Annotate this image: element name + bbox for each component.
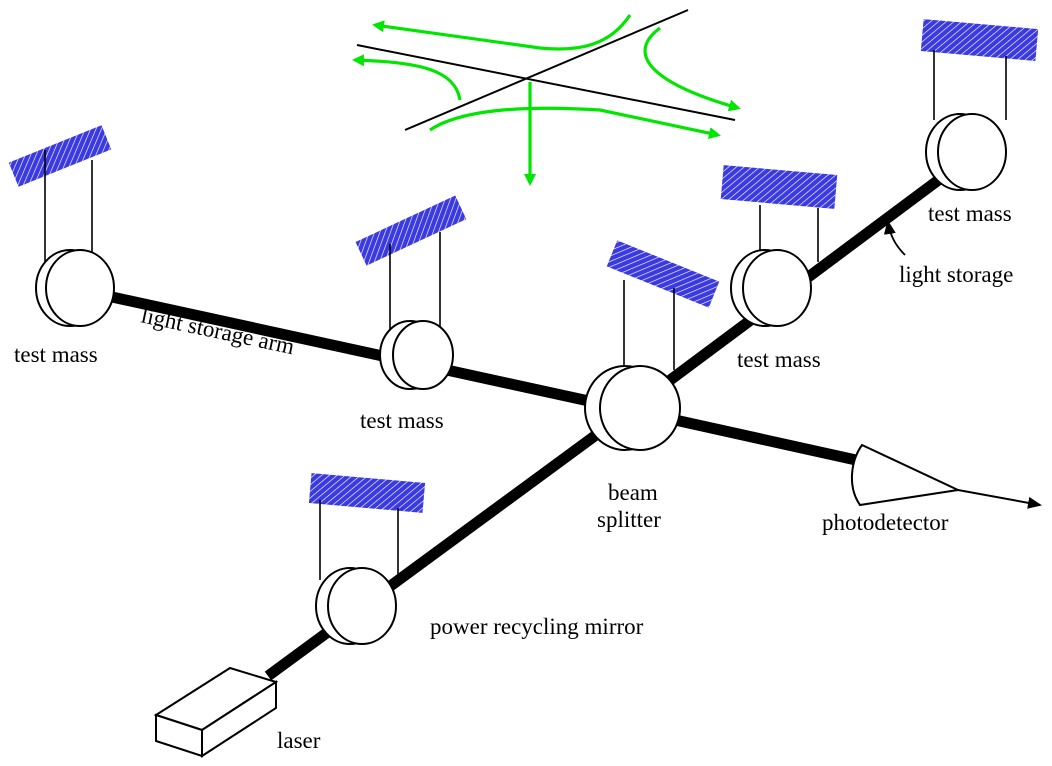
suspension-block [8,125,112,187]
wave-arrow-left [352,54,462,101]
wave-arrow-right [643,26,741,112]
laser-label: laser [277,728,321,753]
photodetector-label: photodetector [822,510,949,535]
suspension-block [720,165,838,209]
suspension-block [606,240,720,308]
beam-splitter [584,240,720,451]
beam-splitter-label-line1: beam [608,480,658,505]
photodetector [850,443,1042,509]
suspension-block [308,473,426,513]
test-mass-left [8,125,115,327]
photodetector-output-arrow [957,489,1042,509]
power-recycling-mirror [308,473,426,645]
photodetector-body [850,443,962,507]
test-mass-center-right-label: test mass [737,347,821,372]
gravitational-wave [352,9,741,186]
wave-axis-2 [404,9,689,131]
light-storage-pointer [883,220,906,256]
suspension-block [920,19,1039,61]
laser-box-front [155,713,203,758]
wave-axis-1 [356,44,736,121]
light-storage-label: light storage [899,262,1013,287]
test-mass-center-left-label: test mass [360,408,444,433]
test-mass-center-left [355,195,467,390]
suspension-block [355,195,467,266]
test-mass-top-right-label: test mass [928,201,1012,226]
wave-arrow-bottom-right [429,106,721,140]
beam-splitter-label-line2: splitter [597,507,661,532]
light-storage-arm-label: light storage arm [139,302,297,359]
power-recycling-mirror-label: power recycling mirror [430,614,644,639]
light-storage-arm-beam [78,284,632,416]
laser [153,666,279,758]
test-mass-center-right [720,165,838,327]
wave-arrow-top-left [372,14,632,51]
beams [78,150,976,681]
test-mass-top-right [920,19,1039,191]
test-mass-left-label: test mass [14,342,98,367]
